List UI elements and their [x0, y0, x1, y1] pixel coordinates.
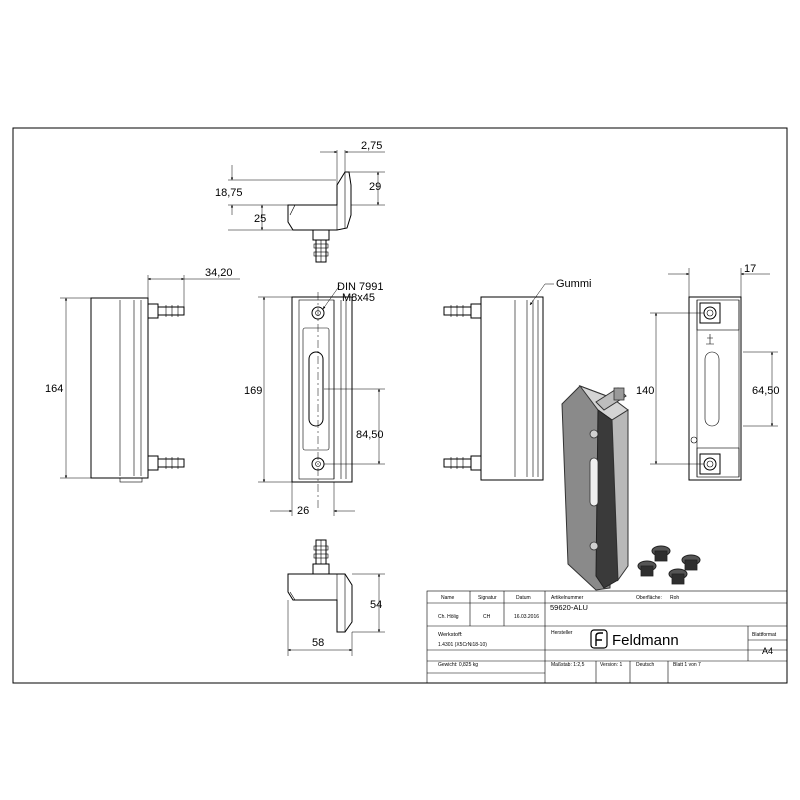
dim-right-hole-spacing: 64,50: [752, 385, 780, 397]
right-back-view: [650, 268, 778, 481]
dim-bottom-height: 54: [370, 599, 382, 611]
tb-version: Version: 1: [600, 662, 622, 668]
dim-mid-width: 26: [297, 505, 309, 517]
tb-header-surface: Oberfläche:: [636, 595, 662, 601]
tb-date-value: 16.03.2016: [514, 614, 539, 620]
rubber-caps: [637, 545, 701, 585]
sheet-border: [12, 127, 788, 684]
dim-mid-hole-spacing: 84,50: [356, 429, 384, 441]
dim-right-height: 140: [636, 385, 654, 397]
tb-header-name: Name: [441, 595, 455, 601]
tb-surface-value: Roh: [670, 595, 679, 601]
tb-sheet: Blatt 1 von 7: [673, 662, 701, 668]
rubber-side-view: [443, 283, 554, 481]
tb-format-value: A4: [762, 646, 773, 656]
dim-left-depth: 34,20: [205, 267, 233, 279]
tb-manufacturer-label: Hersteller: [551, 630, 573, 636]
dim-bottom-width: 58: [312, 637, 324, 649]
dim-top-width: 2,75: [361, 140, 382, 152]
middle-front-view: [258, 284, 385, 516]
tb-article-no-value: 59620-ALU: [550, 603, 588, 612]
tb-name-value: Ch. Hölig: [438, 614, 459, 620]
dim-left-height: 164: [45, 383, 63, 395]
left-side-view: [60, 275, 240, 483]
tb-header-date: Datum: [516, 595, 531, 601]
tb-header-signature: Signatur: [478, 595, 497, 601]
feldmann-logo-icon: [590, 629, 608, 649]
isometric-render: [561, 384, 629, 591]
dim-top-height1: 18,75: [215, 187, 243, 199]
tb-header-article-no: Artikelnummer: [551, 595, 584, 601]
tb-logo-text: Feldmann: [612, 632, 679, 649]
bottom-view: [287, 539, 385, 656]
tb-scale: Maßstab: 1:2,5: [551, 662, 585, 668]
dim-right-depth: 17: [744, 263, 756, 275]
tb-format-label: Blattformat: [752, 632, 777, 638]
title-block: [426, 590, 788, 684]
tb-signature-value: CH: [483, 614, 491, 620]
dim-top-height3: 25: [254, 213, 266, 225]
tb-weight: Gewicht: 0,825 kg: [438, 662, 478, 668]
rubber-label: Gummi: [556, 278, 591, 290]
dim-mid-height: 169: [244, 385, 262, 397]
dim-mid-screw-size: M8x45: [342, 292, 375, 304]
tb-material-value: 1.4301 (X5CrNi18-10): [438, 642, 487, 648]
dim-top-height2: 29: [369, 181, 381, 193]
tb-material-label: Werkstoff:: [438, 632, 463, 638]
top-view: [228, 150, 385, 263]
dim-mid-screw: DIN 7991: [337, 281, 383, 293]
tb-language: Deutsch: [636, 662, 655, 668]
